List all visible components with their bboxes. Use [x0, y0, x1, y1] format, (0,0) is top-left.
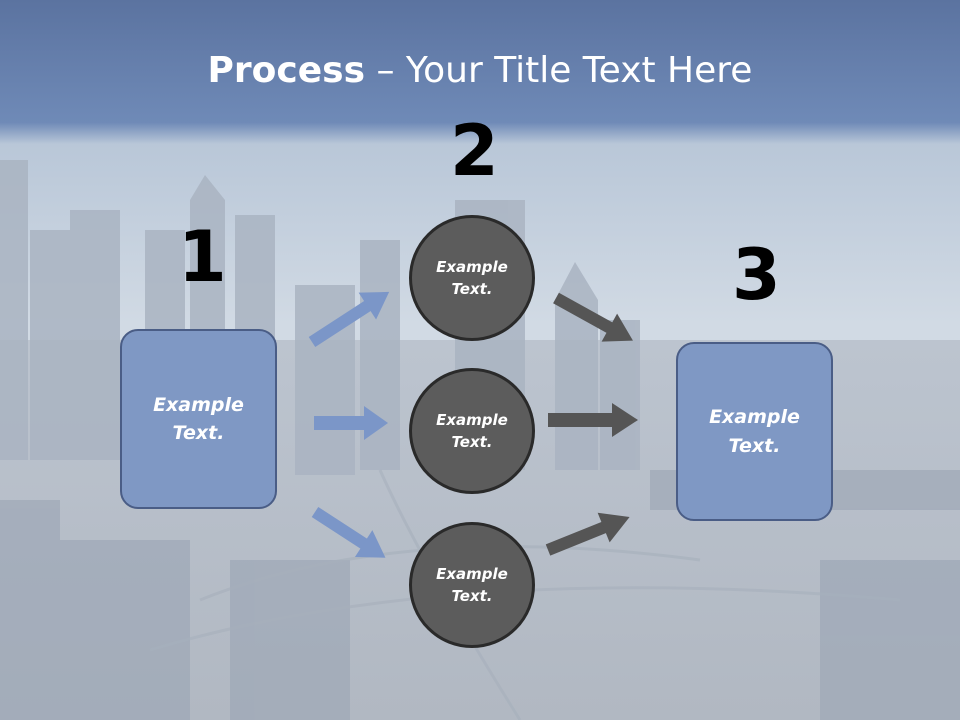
step-number-1: 1 — [178, 216, 227, 298]
step-1-text: Example Text. — [153, 393, 244, 445]
title-rest: – Your Title Text Here — [365, 50, 753, 91]
step-2-circle-middle[interactable]: Example Text. — [409, 368, 535, 494]
circle-bottom-text: Example Text. — [436, 564, 508, 606]
step-1-box[interactable]: Example Text. — [120, 329, 277, 509]
slide-title: Process – Your Title Text Here — [0, 50, 960, 91]
title-bold: Process — [207, 50, 366, 91]
arrow-to-circle-1 — [308, 291, 390, 348]
arrow-to-circle-2 — [314, 406, 388, 440]
circle-top-text: Example Text. — [436, 257, 508, 299]
step-2-circle-bottom[interactable]: Example Text. — [409, 522, 535, 648]
arrow-from-circle-2 — [548, 403, 638, 437]
step-2-circle-top[interactable]: Example Text. — [409, 215, 535, 341]
step-3-text: Example Text. — [709, 406, 800, 457]
step-number-2: 2 — [450, 110, 499, 192]
arrow-to-circle-3 — [311, 506, 386, 558]
circle-middle-text: Example Text. — [436, 410, 508, 452]
arrow-from-circle-1 — [553, 292, 633, 342]
arrow-from-circle-3 — [545, 512, 630, 556]
step-3-box[interactable]: Example Text. — [676, 342, 833, 521]
step-number-3: 3 — [732, 234, 781, 316]
